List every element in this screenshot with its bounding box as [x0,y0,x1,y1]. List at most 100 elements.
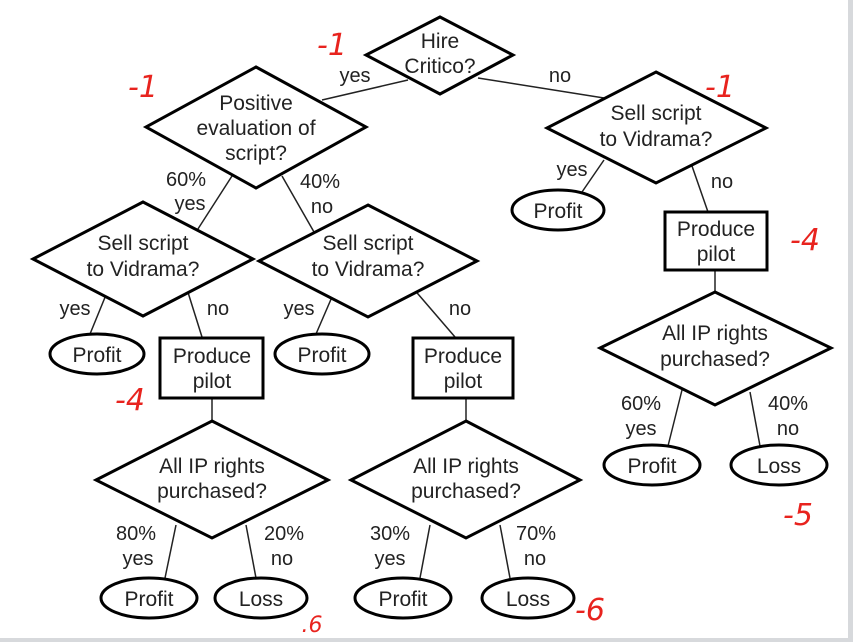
decision-sell-script-mid: Sell script to Vidrama? [255,203,481,319]
label-sell-mid-yes: yes [283,298,314,320]
node-text: to Vidrama? [87,258,200,281]
edge-ip-left-yes [164,524,177,579]
node-text: Sell script [97,232,188,255]
node-text: pilot [444,370,483,393]
decision-sell-script-left: Sell script to Vidrama? [29,200,257,318]
label-ip-mid-no-pct: 70% [516,523,556,545]
annotation-ip-right-loss: -5 [783,498,813,533]
label-ip-left-yes: yes [122,548,153,570]
handwritten-annotations: -1 -1 -1 -4 -4 -5 .6 -6 [115,28,820,638]
label-sell-left-yes: yes [59,298,90,320]
label-sell-right-no: no [711,171,733,193]
node-text: Profit [72,344,121,367]
edge-sell-mid-no [411,286,456,338]
node-text: Profit [378,588,427,611]
edge-eval-no [281,175,315,233]
annotation-hire: -1 [317,28,347,63]
node-text: Profit [627,455,676,478]
label-ip-mid-yes: yes [374,548,405,570]
label-ip-right-no-pct: 40% [768,393,808,415]
edge-hire-no [477,77,605,99]
edge-ip-right-yes [667,389,683,447]
label-sell-left-no: no [207,298,229,320]
label-eval-no-pct: 40% [300,171,340,193]
decision-ip-rights-mid: All IP rights purchased? [347,419,584,540]
annotation-pilot-left: -4 [115,383,145,418]
edge-eval-yes [195,175,233,233]
decision-ip-rights-left: All IP rights purchased? [92,419,332,540]
edge-ip-left-no [245,524,257,579]
edge-ip-right-no [749,391,761,447]
node-text: Produce [173,345,251,368]
node-text: script? [225,142,287,165]
node-text: to Vidrama? [312,258,425,281]
outcome-profit: Profit [48,332,146,376]
label-ip-left-no: no [271,548,293,570]
label-sell-mid-no: no [449,298,471,320]
node-text: purchased? [157,480,267,503]
edge-ip-mid-yes [419,524,431,579]
annotation-ip-mid-loss: -6 [575,593,605,628]
label-ip-mid-yes-pct: 30% [370,523,410,545]
node-text: Sell script [610,102,701,125]
edge-hire-yes [321,79,409,101]
outcome-profit: Profit [273,332,371,376]
node-text: Profit [533,200,582,223]
outcome-loss: Loss [480,576,576,620]
node-text: Positive [219,92,293,115]
node-text: Profit [124,588,173,611]
outcome-profit: Profit [510,188,606,232]
label-ip-mid-no: no [524,548,546,570]
window-border-right [848,0,853,642]
action-produce-pilot-mid: Produce pilot [411,336,515,400]
node-text: Loss [239,588,283,611]
node-text: Profit [297,344,346,367]
node-text: pilot [193,370,232,393]
label-eval-yes: yes [174,193,205,215]
action-produce-pilot-left: Produce pilot [158,336,265,400]
edge-sell-right-yes [581,159,605,193]
label-eval-yes-pct: 60% [166,169,206,191]
label-eval-no: no [311,196,333,218]
node-text: Loss [757,455,801,478]
label-ip-right-yes-pct: 60% [621,393,661,415]
node-text: Critico? [404,55,475,78]
decision-positive-evaluation: Positive evaluation of script? [142,65,370,190]
label-hire-yes: yes [339,65,370,87]
decision-ip-rights-right: All IP rights purchased? [596,290,835,407]
label-ip-left-no-pct: 20% [264,523,304,545]
node-text: Loss [506,588,550,611]
node-text: All IP rights [159,455,265,478]
node-text: Hire [421,30,460,53]
outcome-profit: Profit [99,576,199,620]
node-text: Sell script [322,232,413,255]
edge-labels: yes no 60% yes 40% no yes no yes no yes … [59,65,808,570]
node-text: All IP rights [413,455,519,478]
edge-sell-left-no [185,285,203,338]
node-text: purchased? [660,348,770,371]
edge-ip-mid-no [499,524,511,579]
outcome-loss: Loss [729,443,829,487]
node-text: Produce [677,218,755,241]
annotation-ip-left-loss: .6 [302,613,323,638]
label-hire-no: no [549,65,571,87]
node-text: evaluation of [196,117,315,140]
label-sell-right-yes: yes [556,159,587,181]
outcome-loss: Loss [213,576,309,620]
node-text: All IP rights [662,322,768,345]
node-text: purchased? [411,480,521,503]
label-ip-right-yes: yes [625,418,656,440]
label-ip-left-yes-pct: 80% [116,523,156,545]
outcome-profit: Profit [602,443,702,487]
node-text: Produce [424,345,502,368]
edge-sell-right-no [691,165,709,213]
annotation-pilot-right: -4 [790,223,820,258]
label-ip-right-no: no [777,418,799,440]
annotation-positive-eval: -1 [128,70,158,105]
action-produce-pilot-right: Produce pilot [663,210,769,272]
window-border-bottom [0,638,853,642]
annotation-sell-right: -1 [705,70,735,105]
outcome-profit: Profit [353,576,453,620]
node-text: pilot [697,243,736,266]
